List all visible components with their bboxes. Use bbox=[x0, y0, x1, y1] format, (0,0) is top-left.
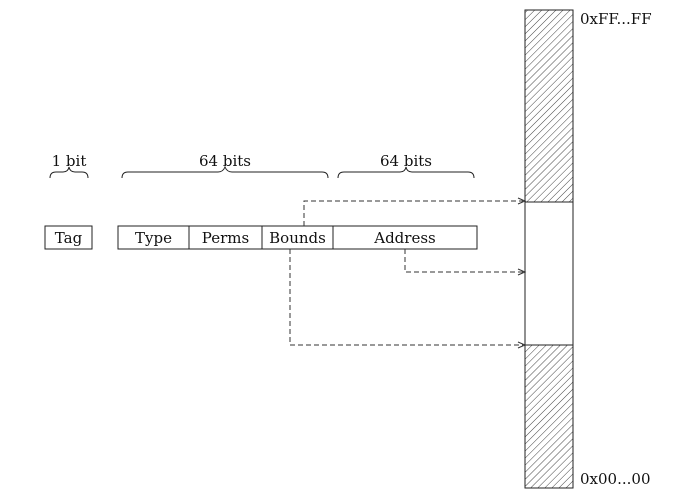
memory-region-lower bbox=[524, 344, 574, 489]
type-field-label: Type bbox=[135, 229, 172, 247]
meta-width-brace: 64 bits bbox=[121, 152, 329, 179]
bounds-field: Bounds bbox=[261, 225, 334, 250]
address-field-label: Address bbox=[373, 229, 435, 247]
type-field: Type bbox=[117, 225, 190, 250]
memory-top-address: 0xFF...FF bbox=[580, 10, 652, 28]
tag-width-label: 1 bit bbox=[52, 152, 87, 170]
perms-field: Perms bbox=[188, 225, 263, 250]
memory-region-upper bbox=[524, 9, 574, 203]
upper-bound-arrow bbox=[303, 197, 527, 226]
address-width-brace: 64 bits bbox=[337, 152, 475, 179]
bounds-field-label: Bounds bbox=[269, 229, 326, 247]
tag-width-brace: 1 bit bbox=[49, 152, 89, 179]
memory-region-accessible bbox=[524, 201, 574, 346]
address-pointer-arrow bbox=[404, 249, 527, 276]
meta-width-label: 64 bits bbox=[199, 152, 251, 170]
tag-field-label: Tag bbox=[55, 229, 83, 247]
memory-bottom-address: 0x00...00 bbox=[580, 470, 650, 488]
memory-column: 0xFF...FF 0x00...00 bbox=[524, 9, 652, 489]
address-field: Address bbox=[332, 225, 478, 250]
perms-field-label: Perms bbox=[202, 229, 249, 247]
address-width-label: 64 bits bbox=[380, 152, 432, 170]
lower-bound-arrow bbox=[289, 249, 527, 349]
tag-field: Tag bbox=[44, 225, 93, 250]
